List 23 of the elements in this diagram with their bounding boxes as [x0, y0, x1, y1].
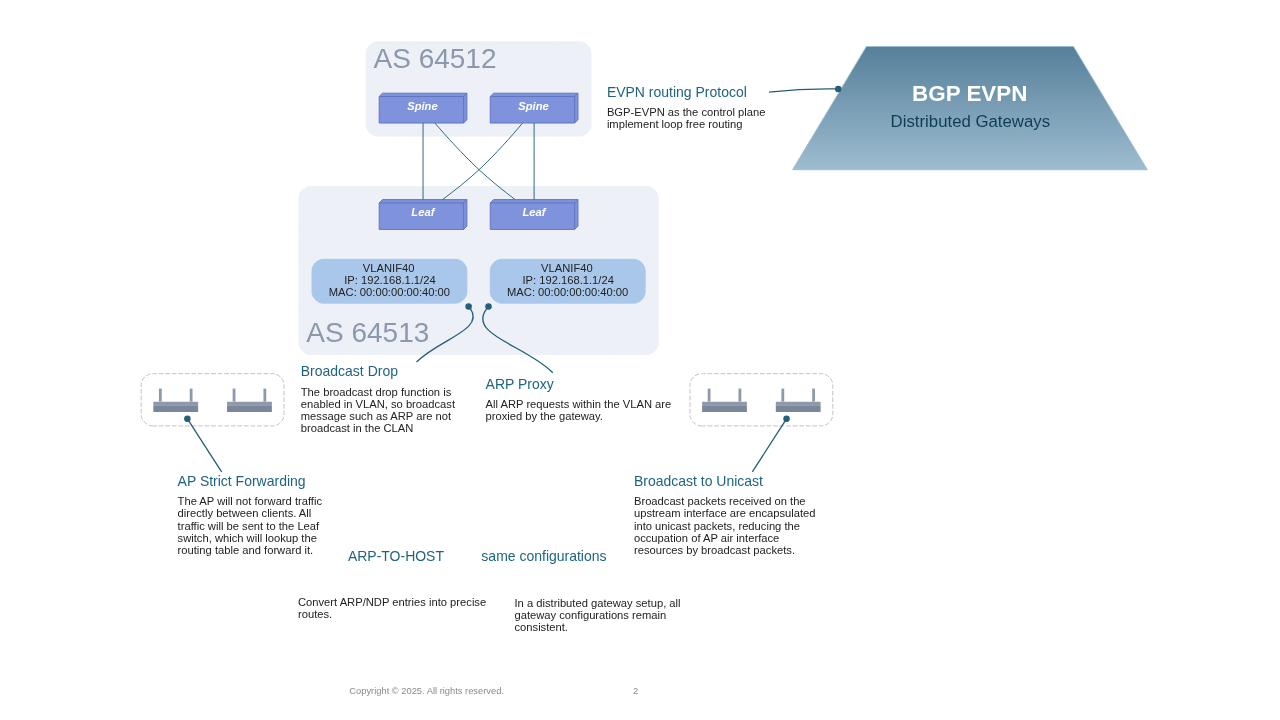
node-box: VLANIF40 IP: 192.168.1.1/24 MAC: 00:00:00:00:40:00 [311, 258, 467, 304]
label: In a distributed gateway setup, all gateway configurations remain consistent. [514, 596, 681, 633]
connector [433, 122, 515, 200]
label: ARP-TO-HOST [347, 547, 444, 564]
cluster [689, 373, 833, 427]
label: Convert ARP/NDP entries into precise routes. [297, 596, 486, 621]
connector [422, 122, 423, 200]
node-text: ARP Proxy All ARP requests within the VLAN are proxied by the gateway. [485, 375, 671, 422]
node-text: EVPN routing Protocol BGP-EVPN as the control plane implement loop free routing [606, 83, 765, 131]
connector [441, 122, 523, 200]
connector [533, 122, 535, 200]
label: 2 [632, 685, 638, 696]
connector [751, 415, 790, 473]
node-box: VLANIF40 IP: 192.168.1.1/24 MAC: 00:00:00:00:40:00 [489, 258, 646, 304]
label: same configurations [480, 547, 607, 564]
connector [415, 303, 474, 363]
node-text: Broadcast Drop The broadcast drop function is enabled in VLAN, so broadcast message such as ARP are not broadcast in the CLAN [300, 363, 455, 435]
node-text: AP Strict Forwarding The AP will not forward traffic directly between clients. All traffic will be sent to the Leaf switch, which will lookup the routing table and forward it. [177, 473, 322, 556]
connector [183, 415, 222, 473]
connector [481, 303, 553, 374]
connector [767, 85, 842, 93]
node-text: Broadcast to Unicast Broadcast packets received on the upstream interface are encapsulated into unicast packets, reducing the occupation of AP air interface resources by broadcast packets. [633, 473, 816, 556]
label: Copyright © 2025. All rights reserved. [348, 685, 504, 696]
